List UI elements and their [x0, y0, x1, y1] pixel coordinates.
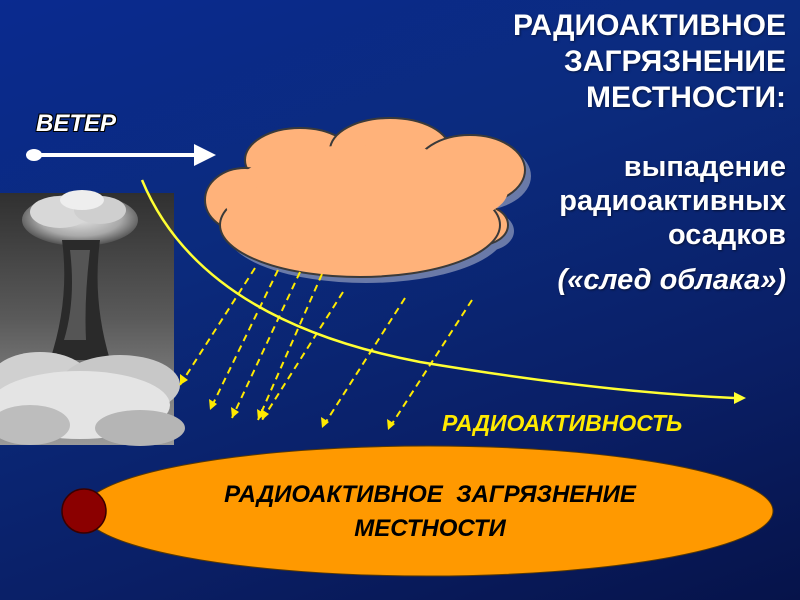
fallout-lines: [179, 267, 473, 431]
marker-circle-icon: [61, 488, 107, 534]
subtitle-cloud-trace: («след облака»): [557, 264, 786, 296]
subtitle-line-2: радиоактивных: [559, 185, 786, 217]
title-line-3: МЕСТНОСТИ:: [585, 81, 786, 114]
fallout-arrowheads: [180, 374, 395, 430]
title-line-1: РАДИОАКТИВНОЕ: [513, 9, 786, 42]
radioactivity-label: РАДИОАКТИВНОСТЬ: [442, 410, 683, 436]
title-line-2: ЗАГРЯЗНЕНИЕ: [564, 45, 786, 78]
subtitle-line-3: осадков: [667, 219, 786, 251]
nuclear-explosion-photo: [0, 190, 185, 446]
wind-arrow-icon: [26, 144, 216, 166]
slide-title: РАДИОАКТИВНОЕ ЗАГРЯЗНЕНИЕ МЕСТНОСТИ:: [406, 8, 786, 116]
slide-subtitle: выпадение радиоактивных осадков: [406, 150, 786, 252]
radioactivity-curve: [140, 179, 746, 404]
cloud-fill: [225, 143, 508, 255]
ground-label-line-2: МЕСТНОСТИ: [354, 515, 506, 542]
wind-label: ВЕТЕР: [36, 110, 117, 137]
ground-label-line-1: РАДИОАКТИВНОЕ ЗАГРЯЗНЕНИЕ: [224, 481, 636, 508]
ground-contamination-label: РАДИОАКТИВНОЕ ЗАГРЯЗНЕНИЕ МЕСТНОСТИ: [150, 478, 710, 546]
subtitle-line-1: выпадение: [623, 151, 786, 183]
